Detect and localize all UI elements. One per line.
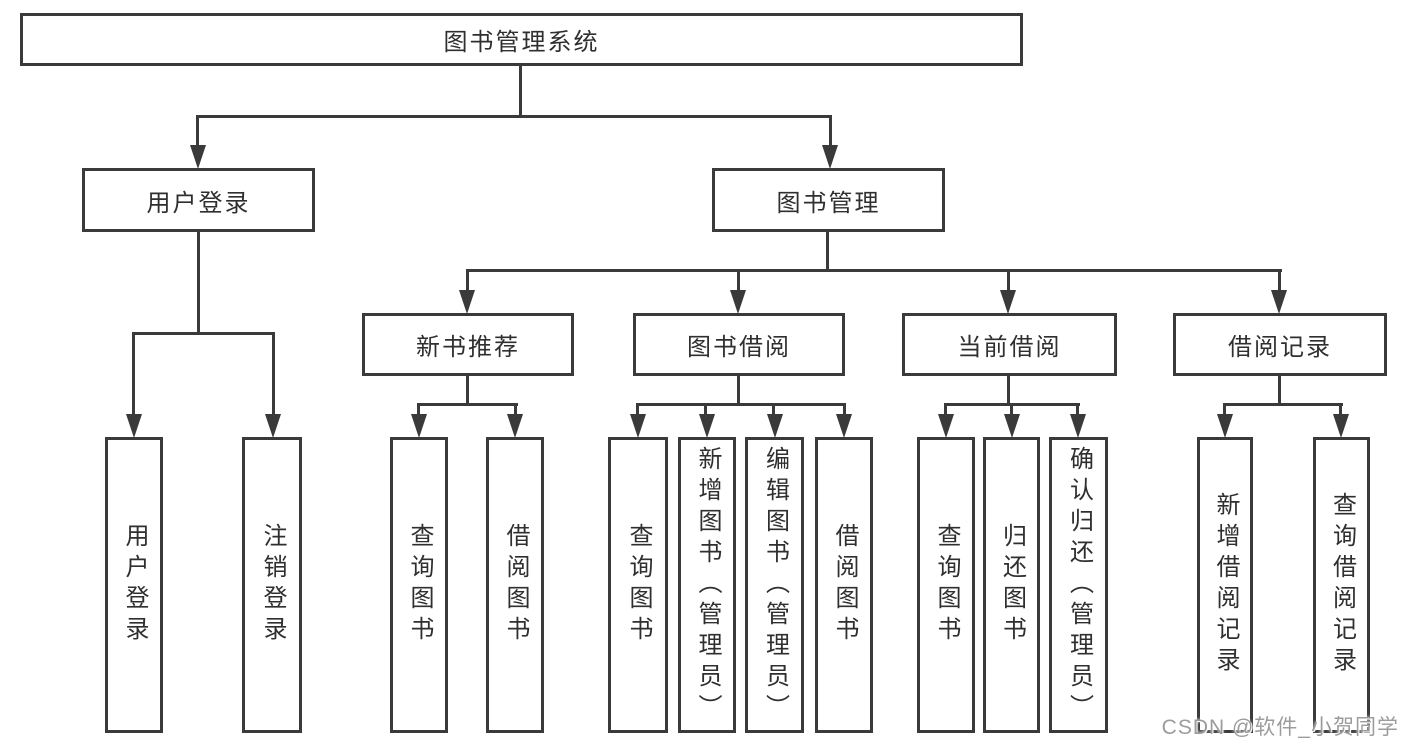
connector-line [132,332,135,416]
leaf-label: 注销登录 [259,523,286,647]
connector-line [197,232,200,335]
leaf-return-books: 归还图书 [983,437,1040,733]
leaf-borrow-books: 借阅图书 [815,437,873,733]
arrow-down-icon [767,414,783,438]
connector-line [772,403,775,417]
leaf-query-books: 查询图书 [390,437,448,733]
node-label: 当前借阅 [957,334,1062,361]
arrow-down-icon [1004,414,1020,438]
leaf-add-book-admin: 新增图书（管理员） [678,437,736,733]
leaf-confirm-return-admin: 确认归还（管理员） [1049,437,1108,733]
connector-line [1278,376,1281,406]
connector-line [636,403,639,417]
arrow-down-icon [836,414,852,438]
connector-line [826,232,829,272]
leaf-logout: 注销登录 [242,437,302,733]
connector-line [737,269,740,293]
connector-line [272,332,275,416]
arrow-down-icon [411,414,427,438]
leaf-label: 查询借阅记录 [1328,492,1356,678]
leaf-query-borrow-record: 查询借阅记录 [1313,437,1370,733]
node-label: 借阅记录 [1228,334,1332,361]
leaf-label: 归还图书 [998,523,1026,647]
connector-line [944,403,947,417]
leaf-label: 用户登录 [121,523,148,647]
connector-line [1007,269,1010,293]
node-label: 图书借阅 [687,334,791,361]
arrow-down-icon [1070,414,1086,438]
leaf-label: 借阅图书 [502,523,529,647]
node-current-borrow: 当前借阅 [902,313,1117,376]
leaf-label: 查询图书 [625,523,652,647]
connector-line [1339,403,1342,417]
leaf-label: 编辑图书（管理员） [761,445,789,725]
leaf-edit-book-admin: 编辑图书（管理员） [745,437,804,733]
arrow-down-icon [459,290,475,314]
node-library-management-system: 图书管理系统 [20,13,1023,66]
connector-line [466,269,469,293]
watermark: CSDN @软件_小贺同学 [1161,716,1399,739]
connector-line [1076,403,1079,417]
node-book-management: 图书管理 [712,168,945,232]
connector-line [519,66,522,118]
leaf-label: 查询图书 [406,523,433,647]
connector-line [1278,269,1281,293]
arrow-down-icon [730,290,746,314]
node-label: 图书管理系统 [443,29,600,56]
node-borrow-records: 借阅记录 [1173,313,1387,376]
node-new-book-recommend: 新书推荐 [362,313,574,376]
connector-line [1007,376,1010,406]
node-label: 用户登录 [146,189,251,217]
arrow-down-icon [190,145,206,169]
node-user-login: 用户登录 [82,168,315,232]
connector-line [466,269,1282,272]
arrow-down-icon [1000,290,1016,314]
arrow-down-icon [1217,414,1233,438]
arrow-down-icon [938,414,954,438]
connector-line [829,115,832,148]
arrow-down-icon [265,414,281,438]
connector-line [737,376,740,406]
connector-line [1223,403,1226,417]
connector-line [1010,403,1013,417]
arrow-down-icon [630,414,646,438]
connector-line [196,115,832,118]
leaf-label: 新增图书（管理员） [694,445,721,725]
leaf-label: 新增借阅记录 [1212,492,1239,678]
leaf-user-login: 用户登录 [105,437,163,733]
arrow-down-icon [507,414,523,438]
connector-line [636,403,846,406]
arrow-down-icon [1333,414,1349,438]
leaf-label: 确认归还（管理员） [1065,445,1093,725]
connector-line [1223,403,1343,406]
leaf-query-books: 查询图书 [608,437,668,733]
leaf-add-borrow-record: 新增借阅记录 [1197,437,1253,733]
node-label: 图书管理 [776,189,881,217]
connector-line [843,403,846,417]
leaf-borrow-books: 借阅图书 [486,437,544,733]
arrow-down-icon [699,414,715,438]
arrow-down-icon [822,145,838,169]
leaf-query-books: 查询图书 [917,437,975,733]
arrow-down-icon [126,414,142,438]
connector-line [417,403,420,417]
connector-line [466,376,469,406]
leaf-label: 查询图书 [933,523,960,647]
node-label: 新书推荐 [416,334,520,361]
connector-line [132,332,275,335]
connector-line [514,403,517,417]
connector-line [196,115,199,148]
connector-line [704,403,707,417]
leaf-label: 借阅图书 [831,523,858,647]
connector-line [417,403,518,406]
node-book-borrow: 图书借阅 [633,313,845,376]
arrow-down-icon [1271,290,1287,314]
